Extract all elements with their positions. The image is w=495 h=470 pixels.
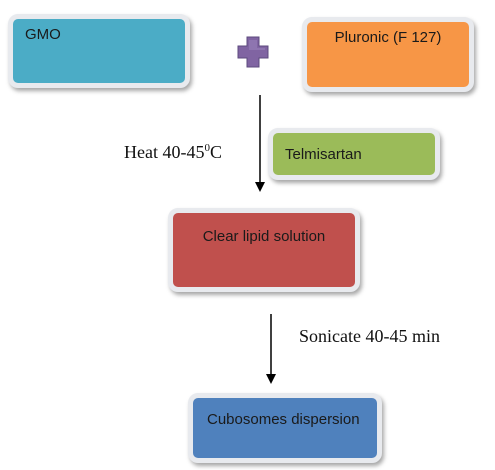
heat-degree: 0 <box>204 142 210 154</box>
pluronic-box: Pluronic (F 127) <box>302 17 474 92</box>
arrow-sonicate-head <box>266 374 276 384</box>
sonicate-condition-label: Sonicate 40-45 min <box>299 326 440 346</box>
arrow-heat-head <box>255 182 265 192</box>
telmisartan-box: Telmisartan <box>268 128 440 180</box>
telmisartan-label: Telmisartan <box>285 146 362 163</box>
clear-lipid-solution-box: Clear lipid solution <box>168 208 360 292</box>
gmo-label: GMO <box>25 26 61 43</box>
plus-icon <box>237 36 269 68</box>
clear-lipid-label: Clear lipid solution <box>202 228 326 245</box>
heat-unit: C <box>209 142 222 162</box>
heat-condition-label: Heat 40-450C <box>124 142 222 163</box>
cubosomes-dispersion-box: Cubosomes dispersion <box>188 393 382 463</box>
gmo-box: GMO <box>8 14 190 88</box>
heat-text: Heat 40-45 <box>124 142 205 162</box>
pluronic-label: Pluronic (F 127) <box>334 29 442 46</box>
cubosomes-label: Cubosomes dispersion <box>207 411 360 428</box>
